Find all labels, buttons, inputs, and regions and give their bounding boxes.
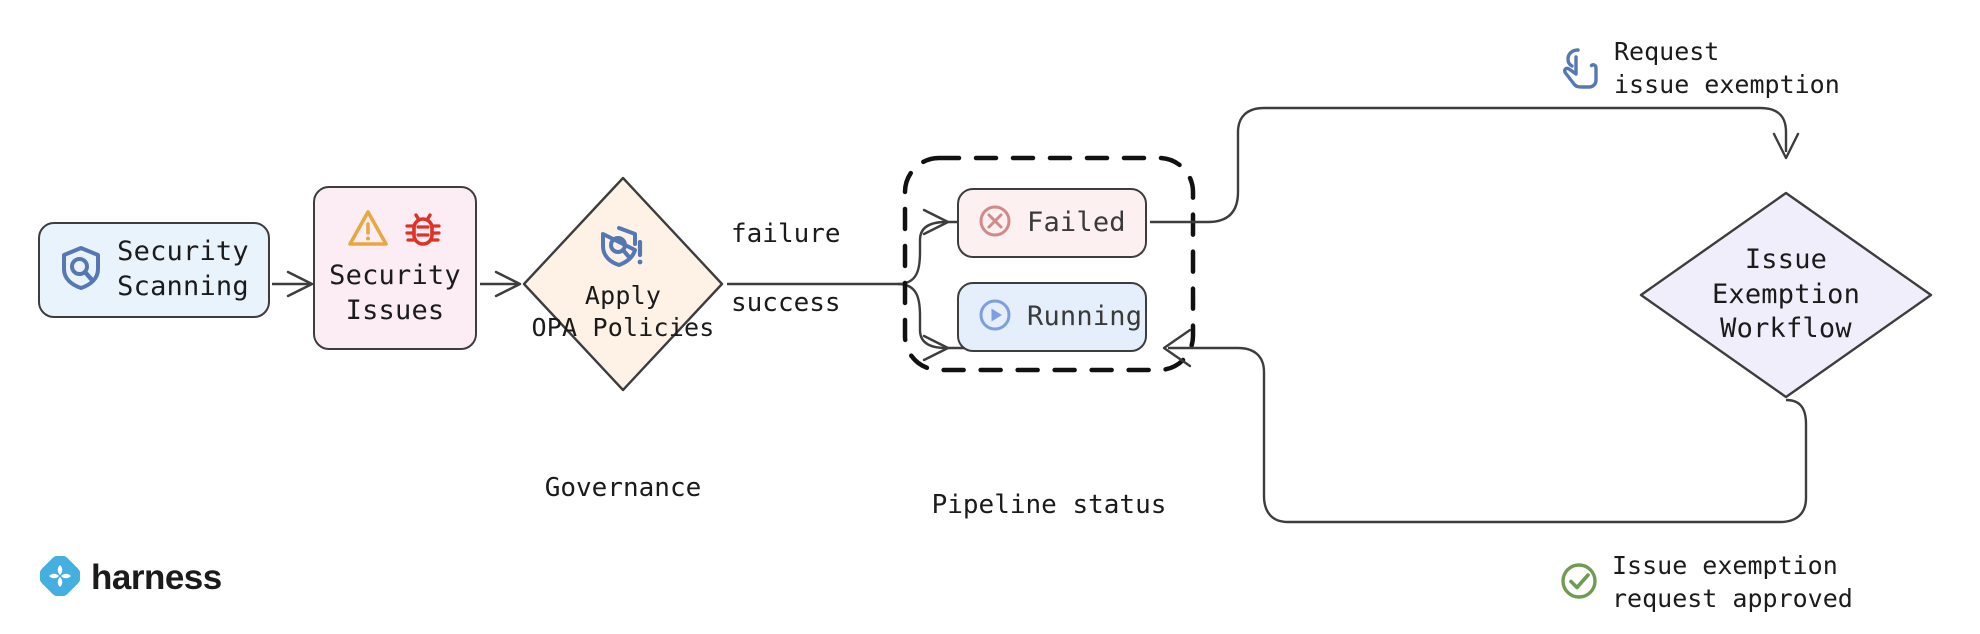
shield-search-icon xyxy=(59,245,103,295)
harness-logo: harness xyxy=(39,555,222,600)
x-circle-icon xyxy=(977,203,1013,243)
bug-icon xyxy=(403,207,443,253)
edge-issues-to-governance xyxy=(480,270,522,298)
shield-search-alert-icon xyxy=(599,224,647,276)
edge-label-success: success xyxy=(731,288,841,318)
harness-logo-icon xyxy=(39,555,81,600)
node-status-running-label: Running xyxy=(1027,300,1143,332)
warning-triangle-icon xyxy=(347,208,389,252)
governance-caption: Governance xyxy=(544,473,702,503)
play-circle-icon xyxy=(977,297,1013,337)
edge-scanning-to-issues xyxy=(272,270,314,298)
edge-label-failure: failure xyxy=(731,219,841,249)
pipeline-status-caption: Pipeline status xyxy=(931,490,1167,520)
harness-wordmark: harness xyxy=(91,558,222,597)
node-status-failed-label: Failed xyxy=(1027,206,1126,238)
security-issues-icon-row xyxy=(347,207,443,253)
node-status-failed[interactable]: Failed xyxy=(957,188,1147,258)
check-circle-icon xyxy=(1558,560,1600,606)
tap-hand-icon xyxy=(1562,44,1602,94)
node-status-running[interactable]: Running xyxy=(957,282,1147,352)
